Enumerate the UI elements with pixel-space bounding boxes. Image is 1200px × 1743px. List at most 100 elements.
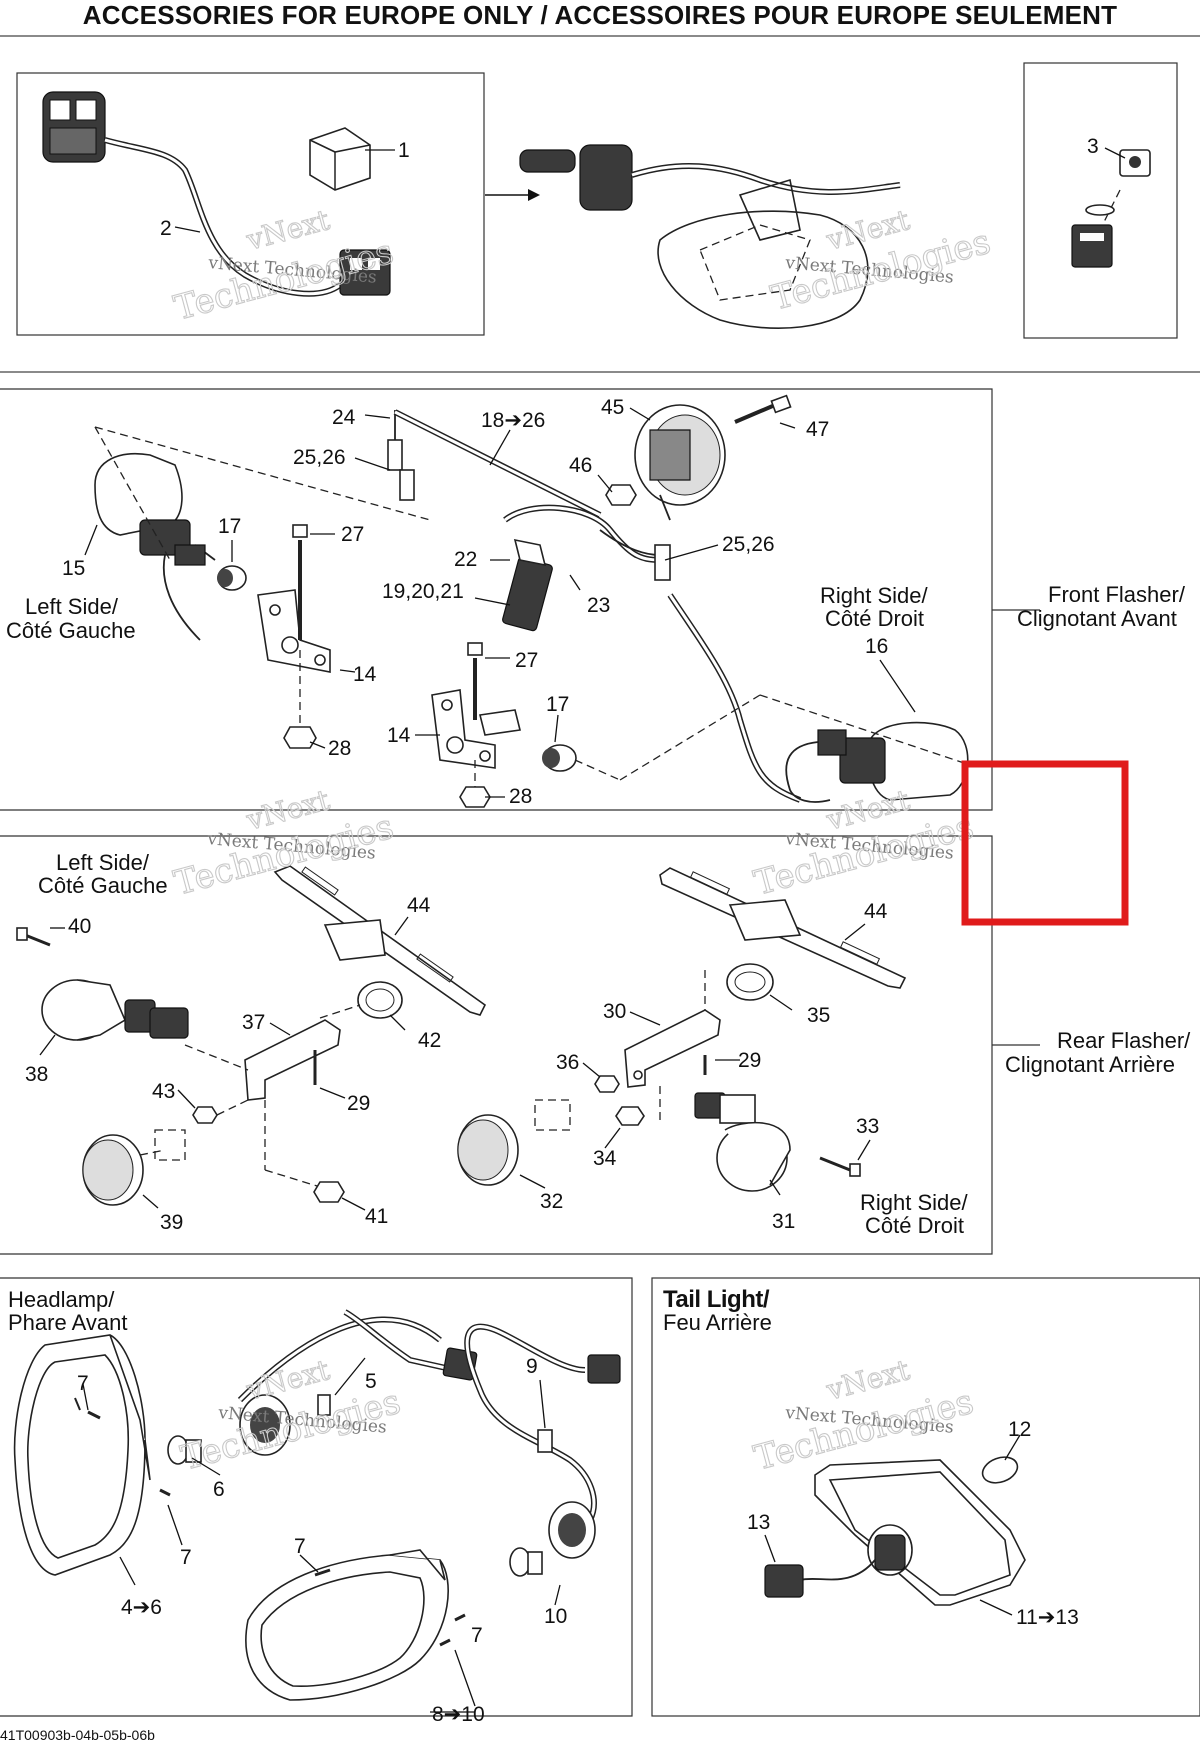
bracket-14-right-drawing (431, 689, 521, 769)
leader-lines (39, 147, 1126, 1713)
page-header: ACCESSORIES FOR EUROPE ONLY / ACCESSOIRE… (0, 0, 1200, 34)
label-31: 31 (772, 1210, 795, 1233)
front-left-side-2: Côté Gauche (6, 618, 136, 643)
label-29-b: 29 (738, 1049, 761, 1072)
front-right-side-1: Right Side/ (820, 583, 929, 608)
label-37: 37 (242, 1011, 265, 1034)
front-right-flasher-drawing (785, 721, 969, 803)
front-flasher-title-1: Front Flasher/ (1048, 582, 1186, 607)
label-7-d: 7 (471, 1624, 483, 1647)
rear-lens-39-drawing (82, 1129, 186, 1206)
label-28-a: 28 (328, 737, 351, 760)
label-25-26-b: 25,26 (722, 533, 775, 556)
label-14-b: 14 (387, 724, 411, 747)
license-bracket-44-left-drawing (273, 865, 487, 1016)
front-light-45-drawing (634, 404, 726, 521)
handlebar-switch-drawing (42, 91, 391, 297)
headlamp-panel (0, 1277, 633, 1717)
label-13: 13 (747, 1511, 770, 1534)
bracket-37-drawing (244, 1019, 341, 1101)
label-47: 47 (806, 418, 829, 441)
label-9: 9 (526, 1355, 538, 1378)
label-42: 42 (418, 1029, 441, 1052)
label-24: 24 (332, 406, 356, 429)
tail-light-drawing (764, 1459, 1026, 1606)
headlamp-title-1: Headlamp/ (8, 1287, 115, 1312)
front-left-flasher-drawing (94, 453, 216, 641)
bulb-6-drawing (167, 1394, 291, 1465)
rear-right-side-1: Right Side/ (860, 1190, 969, 1215)
label-17-b: 17 (546, 693, 569, 716)
rear-left-side-1: Left Side/ (56, 850, 150, 875)
license-bracket-44-right-drawing (659, 867, 907, 989)
label-36: 36 (556, 1051, 579, 1074)
assembled-handlebar-drawing (519, 144, 901, 329)
front-flasher-title-2: Clignotant Avant (1017, 606, 1177, 631)
label-10: 10 (544, 1605, 567, 1628)
rear-flasher-title-2: Clignotant Arrière (1005, 1052, 1175, 1077)
label-7-c: 7 (294, 1535, 306, 1558)
label-27-a: 27 (341, 523, 364, 546)
switch-part-3-drawing (1071, 149, 1151, 268)
highlight-box (961, 760, 1129, 926)
tail-light-title-1: Tail Light/ (663, 1286, 770, 1313)
label-15: 15 (62, 557, 85, 580)
label-23: 23 (587, 594, 610, 617)
rear-flasher-title-1: Rear Flasher/ (1057, 1028, 1191, 1053)
watermark-mid-left: vNext vNext Technologies Technologies (169, 782, 398, 904)
label-30: 30 (603, 1000, 626, 1023)
label-25-26-a: 25,26 (293, 446, 346, 469)
label-44-a: 44 (407, 894, 431, 917)
label-4-6: 4➔6 (121, 1596, 162, 1619)
label-8-10: 8➔10 (432, 1703, 485, 1726)
page-title: ACCESSORIES FOR EUROPE ONLY / ACCESSOIRE… (82, 0, 1118, 30)
tail-light-title-2: Feu Arrière (663, 1310, 772, 1335)
label-11-13: 11➔13 (1016, 1606, 1079, 1629)
label-22: 22 (454, 548, 477, 571)
label-16: 16 (865, 635, 888, 658)
watermark-mid-right: vNext vNext Technologies Technologies (749, 782, 978, 904)
top-harness-panel (16, 62, 1178, 339)
rear-lens-32-drawing (457, 1099, 571, 1186)
label-1: 1 (398, 139, 410, 162)
headlamp-4-6-drawing (13, 1334, 151, 1576)
label-28-b: 28 (509, 785, 532, 808)
label-6: 6 (213, 1478, 225, 1501)
label-14-a: 14 (353, 663, 377, 686)
bulb-10-drawing (509, 1501, 596, 1577)
label-35: 35 (807, 1004, 830, 1027)
watermark-top-right: vNext vNext Technologies Technologies (766, 202, 995, 319)
label-7-b: 7 (180, 1546, 192, 1569)
label-45: 45 (601, 396, 624, 419)
label-7-a: 7 (77, 1372, 89, 1395)
label-46: 46 (569, 454, 592, 477)
relay-drawing (309, 127, 371, 191)
label-32: 32 (540, 1190, 563, 1213)
tail-light-panel (651, 1277, 1200, 1717)
label-17-a: 17 (218, 515, 241, 538)
rear-flasher-panel (0, 835, 1040, 1255)
bracket-14-left-drawing (257, 589, 331, 673)
label-33: 33 (856, 1115, 879, 1138)
label-43: 43 (152, 1080, 175, 1103)
label-34: 34 (593, 1147, 617, 1170)
label-40: 40 (68, 915, 91, 938)
label-19-20-21: 19,20,21 (382, 580, 464, 603)
headlamp-title-2: Phare Avant (8, 1310, 127, 1335)
label-29-a: 29 (347, 1092, 370, 1115)
label-2: 2 (160, 217, 172, 240)
front-flasher-panel (0, 388, 1040, 811)
headlamp-8-10-drawing (245, 1549, 449, 1701)
front-right-side-2: Côté Droit (825, 606, 924, 631)
part-labels: 1 2 3 24 18➔26 45 47 25,26 46 17 27 15 2… (25, 135, 1099, 1726)
front-left-side-1: Left Side/ (25, 594, 119, 619)
section-titles: Front Flasher/ Clignotant Avant Rear Fla… (6, 582, 1191, 1335)
figure-reference: 41T00903b-04b-05b-06b (0, 1727, 155, 1743)
label-38: 38 (25, 1063, 48, 1086)
label-18-26: 18➔26 (481, 409, 545, 432)
bracket-30-drawing (624, 1009, 721, 1088)
watermark-bottom-right: vNext vNext Technologies Technologies (749, 1352, 978, 1479)
rear-left-side-2: Côté Gauche (38, 873, 168, 898)
label-5: 5 (365, 1370, 377, 1393)
label-44-b: 44 (864, 900, 888, 923)
